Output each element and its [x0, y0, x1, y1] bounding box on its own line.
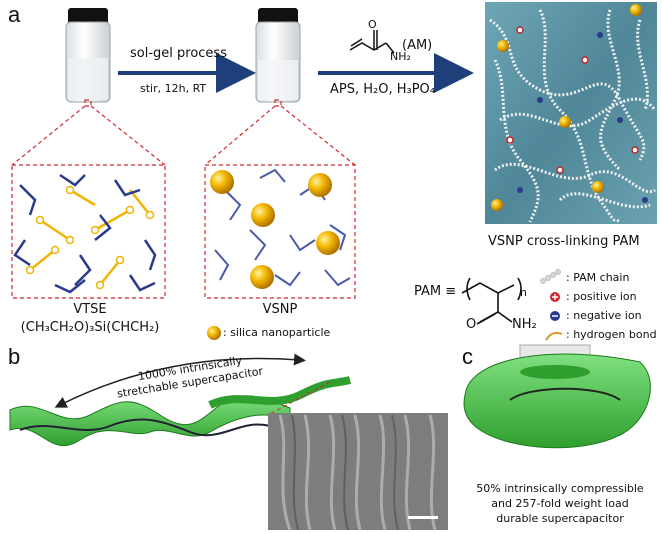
panel-label-b: b [8, 344, 21, 369]
vsnp-particles [210, 168, 351, 289]
compress-caption-1: 50% intrinsically compressible [476, 482, 644, 495]
vtse-molecules [13, 173, 157, 294]
sol-gel-label: sol-gel process [130, 46, 227, 61]
pam-nh2: NH₂ [512, 317, 537, 332]
pam-network-image [485, 2, 657, 224]
legend-positive-ion: : positive ion [566, 290, 637, 303]
legend-icons [540, 269, 563, 341]
stretch-arrow [54, 353, 306, 408]
network-caption: VSNP cross-linking PAM [488, 234, 640, 249]
vsnp-name: VSNP [262, 302, 298, 317]
am-nh2: NH₂ [390, 50, 411, 63]
legend-negative-ion: : negative ion [566, 309, 642, 322]
am-label: (AM) [402, 38, 433, 53]
compress-caption-3: durable supercapacitor [496, 512, 624, 525]
vtse-name: VTSE [73, 302, 107, 317]
silica-legend-icon [207, 326, 221, 340]
panel-label-c: c [462, 344, 473, 369]
polymerization-conditions: APS, H₂O, H₃PO₄ [330, 82, 436, 97]
pam-prefix: PAM ≡ [414, 284, 457, 299]
zoom-box-vtse [11, 99, 166, 299]
pam-structure [461, 277, 522, 325]
sol-gel-conditions: stir, 12h, RT [140, 82, 207, 95]
vial-vtse [65, 8, 111, 103]
scale-bar [408, 516, 438, 519]
silica-legend-text: : silica nanoparticle [223, 326, 331, 339]
am-oxygen: O [368, 18, 377, 31]
zoom-box-vsnp [204, 99, 356, 299]
vial-vsnp [255, 8, 301, 103]
legend-pam-chain: : PAM chain [566, 271, 630, 284]
pam-oxygen: O [466, 317, 477, 332]
panel-label-a: a [8, 2, 21, 27]
compress-caption-2: and 257-fold weight load [491, 497, 629, 510]
vtse-formula: (CH₃CH₂O)₃Si(CHCH₂) [20, 320, 160, 335]
legend-hydrogen-bond: : hydrogen bond [566, 328, 657, 341]
acrylamide-structure [349, 30, 395, 54]
pam-n: n [520, 286, 527, 299]
sem-image [268, 413, 448, 531]
compressible-device [463, 344, 651, 449]
zoom-line-sem [267, 381, 331, 416]
